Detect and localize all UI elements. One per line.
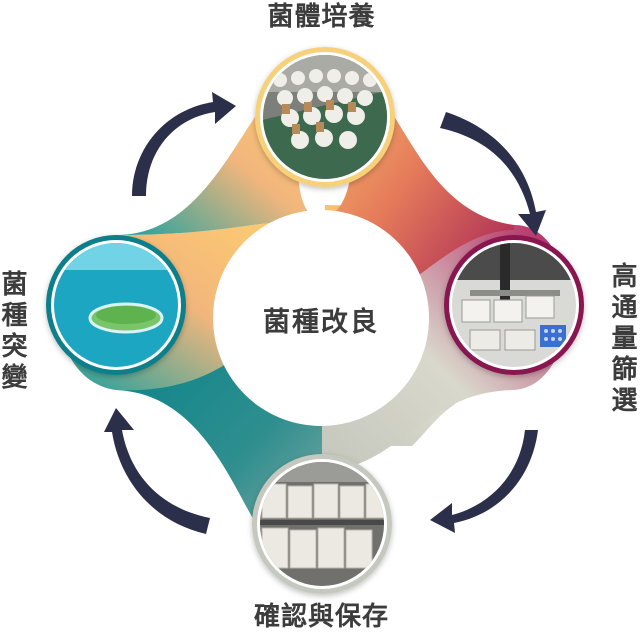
arrow-bottom-left (104, 408, 210, 534)
mushroom-bottles-on-rack-photo (255, 47, 395, 187)
arrow-bottom-right (430, 430, 538, 533)
lab-automation-equipment-photo (444, 235, 584, 375)
arrow-top-left (132, 92, 236, 196)
petri-dish-green-culture-photo (46, 235, 186, 375)
storage-boxes-on-shelves-photo (252, 454, 392, 594)
arrow-top-right (440, 112, 546, 236)
stage-label-top: 菌體培養 (267, 2, 376, 32)
center-circle (213, 210, 429, 426)
stage-label-bottom: 確認與保存 (253, 602, 389, 632)
stage-label-right: 高通量篩選 (611, 262, 639, 416)
stage-label-left: 菌種突變 (1, 270, 29, 393)
center-title: 菌種改良 (263, 307, 379, 338)
